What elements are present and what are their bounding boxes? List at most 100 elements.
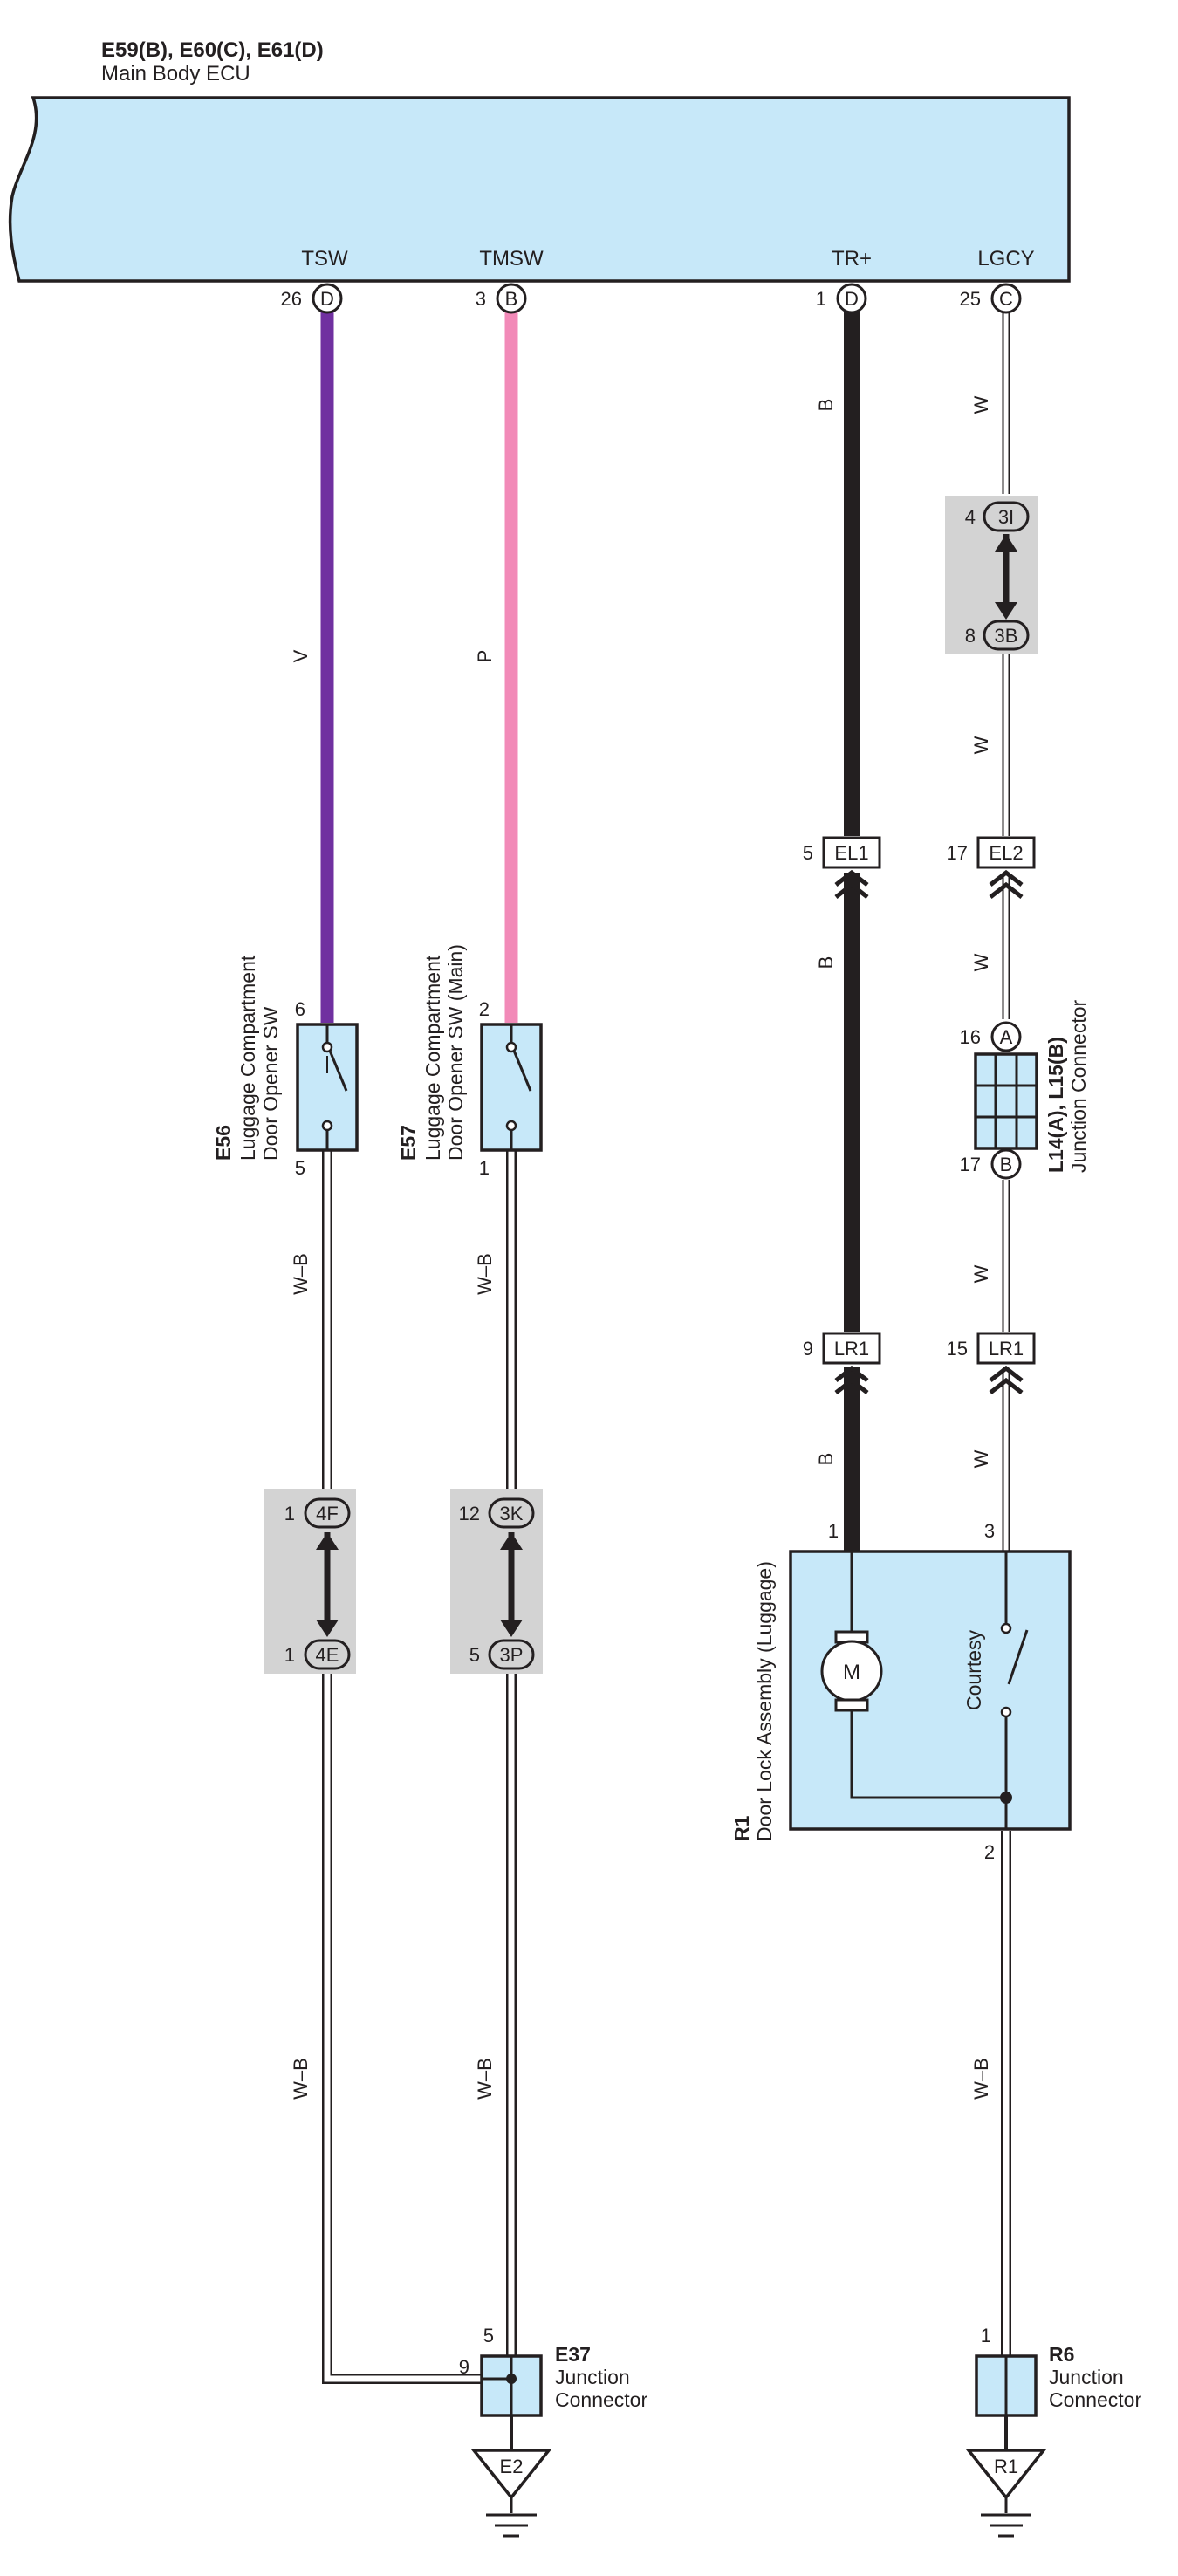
r1-switch-label: Courtesy xyxy=(962,1629,985,1710)
junction-e37-pin-top: 5 xyxy=(483,2325,494,2346)
switch-e57-pin-top: 2 xyxy=(479,998,490,1020)
wire-code-w-4: W xyxy=(970,1264,992,1283)
switch-e56-pin-top: 6 xyxy=(295,998,305,1020)
connector-lr1-left: LR1 9 xyxy=(803,1332,881,1394)
ecu-pin-trplus: D 1 xyxy=(816,283,867,314)
junction-l14-bottom-conn: B xyxy=(1000,1154,1013,1175)
connector-4e-pin: 1 xyxy=(284,1644,295,1666)
splice-4f-4e: 4F 1 4E 1 xyxy=(264,1489,356,1674)
connector-lr1-right-code: LR1 xyxy=(989,1338,1024,1360)
junction-e37-line1: Junction xyxy=(555,2366,630,2388)
junction-r6-line2: Connector xyxy=(1049,2388,1141,2411)
wire-code-b-3: B xyxy=(815,1453,837,1466)
connector-el2: EL2 17 xyxy=(947,836,1036,899)
connector-4f-code: 4F xyxy=(316,1503,339,1524)
connector-lr1-right: LR1 15 xyxy=(947,1332,1036,1394)
junction-l14-name: Junction Connector xyxy=(1067,999,1090,1173)
connector-3b-code: 3B xyxy=(995,625,1018,647)
junction-l14-id: L14(A), L15(B) xyxy=(1044,1037,1067,1173)
terminal-tmsw-label: TMSW xyxy=(479,247,544,271)
connector-4e-code: 4E xyxy=(316,1644,339,1666)
ecu-pin-tsw-connector: D xyxy=(320,288,334,310)
wire-code-w-2: W xyxy=(970,736,992,754)
connector-lr1-left-code: LR1 xyxy=(834,1338,869,1360)
connector-3k-code: 3K xyxy=(500,1503,524,1524)
r1-id: R1 xyxy=(730,1815,753,1841)
junction-l14-l15: A 16 B 17 L14(A), L15(B) Junction Connec… xyxy=(960,999,1090,1180)
ecu-title: E59(B), E60(C), E61(D) xyxy=(101,38,324,62)
r1-name: Door Lock Assembly (Luggage) xyxy=(753,1561,776,1841)
wire-code-w-1: W xyxy=(970,395,992,414)
ecu-pin-tsw-number: 26 xyxy=(281,288,302,310)
ecu-pin-trplus-connector: D xyxy=(845,288,859,310)
connector-el2-code: EL2 xyxy=(989,842,1023,864)
switch-e57: 2 1 E57 Luggage Compartment Door Opener … xyxy=(397,944,543,1179)
switch-e56-pin-bottom: 5 xyxy=(295,1157,305,1179)
connector-el1: EL1 5 xyxy=(803,836,881,899)
switch-e57-line2: Door Opener SW (Main) xyxy=(444,944,467,1161)
ground-e2: E2 xyxy=(470,2415,552,2538)
r1-pin-motor: 1 xyxy=(828,1520,839,1542)
switch-e57-id: E57 xyxy=(397,1125,420,1161)
ground-r1-label: R1 xyxy=(994,2456,1018,2477)
connector-3p-pin: 5 xyxy=(469,1644,480,1666)
switch-e57-pin-bottom: 1 xyxy=(479,1157,490,1179)
ecu-pin-lgcy-connector: C xyxy=(999,288,1013,310)
ecu-box xyxy=(8,96,1071,283)
connector-lr1-right-pin: 15 xyxy=(947,1338,968,1360)
junction-e37: 5 9 E37 Junction Connector xyxy=(459,2325,647,2417)
wire-code-w-5: W xyxy=(970,1449,992,1468)
door-lock-assembly-r1: 1 3 2 M Courtesy R1 Door Lock Assembly (… xyxy=(730,1520,1072,1863)
wire-code-b-1: B xyxy=(815,399,837,412)
switch-e56: 6 5 E56 Luggage Compartment Door Opener … xyxy=(212,955,359,1179)
connector-3p-code: 3P xyxy=(500,1644,524,1666)
terminal-lgcy-label: LGCY xyxy=(977,247,1034,271)
wire-code-p: P xyxy=(474,650,496,663)
r1-pin-switch: 3 xyxy=(984,1520,995,1542)
ecu-pin-lgcy: C 25 xyxy=(960,283,1022,314)
junction-r6-line1: Junction xyxy=(1049,2366,1124,2388)
wire-code-wb-r1: W–B xyxy=(970,2058,992,2100)
switch-e57-line1: Luggage Compartment xyxy=(421,955,444,1161)
ecu-pin-lgcy-number: 25 xyxy=(960,288,981,310)
wire-code-v: V xyxy=(290,649,312,662)
wire-code-b-2: B xyxy=(815,956,837,969)
connector-3b-pin: 8 xyxy=(965,625,976,647)
ecu-pin-tsw: D 26 xyxy=(281,283,343,314)
ecu-pin-tmsw-connector: B xyxy=(505,288,518,310)
ecu-pin-tmsw-number: 3 xyxy=(476,288,486,310)
junction-l14-top-pin: 16 xyxy=(960,1026,981,1048)
connector-lr1-left-pin: 9 xyxy=(803,1338,813,1360)
junction-e37-pin-left: 9 xyxy=(459,2356,469,2378)
junction-l14-top-conn: A xyxy=(1000,1026,1013,1048)
wire-code-wb-e57-2: W–B xyxy=(474,2058,496,2100)
switch-e56-line2: Door Opener SW xyxy=(259,1006,282,1161)
junction-r6-id: R6 xyxy=(1049,2343,1074,2366)
r1-motor-label: M xyxy=(843,1661,860,1684)
junction-e37-line2: Connector xyxy=(555,2388,647,2411)
wire-code-w-3: W xyxy=(970,953,992,971)
ground-e2-label: E2 xyxy=(500,2456,524,2477)
connector-el1-code: EL1 xyxy=(834,842,868,864)
r1-pin-ground: 2 xyxy=(984,1841,995,1863)
ecu-pin-tmsw: B 3 xyxy=(476,283,527,314)
connector-4f-pin: 1 xyxy=(284,1503,295,1524)
wire-code-wb-e57-1: W–B xyxy=(474,1253,496,1295)
splice-3k-3p: 3K 12 3P 5 xyxy=(450,1489,543,1674)
connector-el1-pin: 5 xyxy=(803,842,813,864)
ground-r1: R1 xyxy=(965,2415,1047,2538)
connector-3i-code: 3I xyxy=(998,506,1014,528)
terminal-tsw-label: TSW xyxy=(301,247,348,271)
wire-code-wb-e56-2: W–B xyxy=(290,2058,312,2100)
splice-3i-3b: 3I 4 3B 8 xyxy=(945,496,1038,654)
terminal-trplus-label: TR+ xyxy=(832,247,872,271)
connector-3k-pin: 12 xyxy=(459,1503,480,1524)
junction-l14-bottom-pin: 17 xyxy=(960,1154,981,1175)
connector-3i-pin: 4 xyxy=(965,506,976,528)
switch-e56-id: E56 xyxy=(212,1125,235,1161)
switch-e56-line1: Luggage Compartment xyxy=(236,955,259,1161)
ecu-pin-trplus-number: 1 xyxy=(816,288,826,310)
connector-el2-pin: 17 xyxy=(947,842,968,864)
ecu-subtitle: Main Body ECU xyxy=(101,62,250,86)
